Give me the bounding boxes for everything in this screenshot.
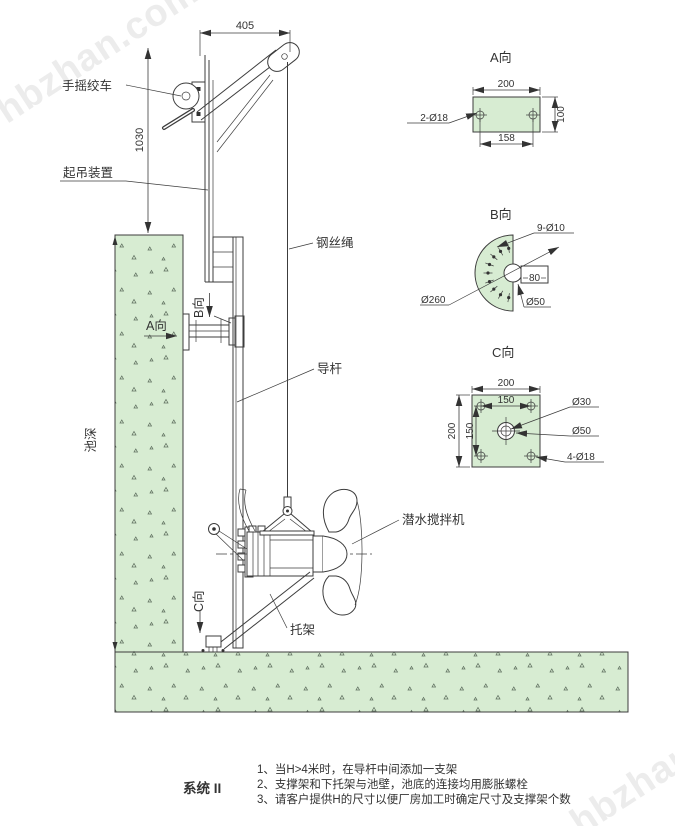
svg-text:Ø30: Ø30: [572, 397, 591, 408]
view-c-dim-hole-x: 150: [481, 395, 531, 410]
svg-text:Ø260: Ø260: [421, 295, 446, 306]
svg-text:150: 150: [498, 395, 515, 406]
svg-text:4-Ø18: 4-Ø18: [567, 452, 595, 463]
svg-text:158: 158: [498, 133, 515, 144]
system-label: 系统 II: [183, 781, 222, 796]
lifting-bail: [259, 496, 315, 536]
view-c-outer-dim: Ø50: [515, 426, 599, 437]
view-b-semicircle: [474, 234, 514, 312]
guide-rail: [232, 236, 244, 649]
pool-floor: [114, 651, 629, 713]
support-strut: [216, 571, 315, 650]
view-a-dim-width: 200: [472, 79, 541, 95]
svg-text:200: 200: [498, 79, 515, 90]
lifting-device-label: 起吊装置: [60, 166, 209, 191]
view-b: B向: [420, 207, 574, 312]
view-c-dim-hole-y: 150: [465, 406, 480, 456]
view-a-plate: [472, 96, 541, 133]
view-c-title: C向: [492, 345, 514, 360]
propeller: [322, 488, 363, 616]
view-a-marker: A向: [144, 318, 177, 340]
submersible-mixer: [216, 488, 372, 616]
view-c-marker: C向: [191, 590, 206, 633]
dim-mast-1030: 1030: [134, 48, 152, 233]
svg-text:Ø50: Ø50: [526, 297, 545, 308]
view-b-shaft: 80: [520, 265, 549, 284]
note-3: 3、请客户提供H的尺寸以便厂房加工时确定尺寸及支撑架个数: [257, 794, 571, 806]
svg-text:100: 100: [556, 106, 567, 123]
note-2: 2、支撑架和下托架与池壁，池底的连接均用膨胀螺栓: [257, 779, 528, 791]
svg-text:起吊装置: 起吊装置: [63, 166, 113, 180]
svg-text:钢丝绳: 钢丝绳: [316, 236, 354, 250]
svg-text:B向: B向: [191, 297, 206, 318]
svg-text:200: 200: [498, 378, 515, 389]
view-b-outer-dim: Ø260: [420, 246, 560, 306]
view-a-hole-callout: 2-Ø18: [407, 112, 478, 124]
view-a-title: A向: [490, 50, 512, 65]
svg-text:80: 80: [529, 273, 541, 284]
view-b-bolt-holes: [483, 243, 511, 303]
view-c-center-hole: [492, 417, 520, 445]
svg-text:200: 200: [447, 422, 458, 439]
propeller-hub: [322, 535, 348, 573]
view-b-center-hole: [503, 263, 523, 283]
view-b-center-dim: Ø50: [517, 283, 551, 308]
mixer-carriage: [208, 523, 254, 578]
mast: [204, 55, 234, 283]
svg-text:Ø50: Ø50: [572, 426, 591, 437]
svg-text:9-Ø10: 9-Ø10: [537, 223, 565, 234]
view-c-holes-callout: 4-Ø18: [535, 452, 604, 463]
hand-winch-label: 手摇绞车: [62, 78, 182, 97]
view-c-dim-height: 200: [447, 394, 470, 468]
bracket-label: 托架: [269, 593, 315, 637]
view-c: C向 200 150: [447, 345, 604, 468]
power-cable: [238, 488, 256, 532]
view-b-holes-callout: 9-Ø10: [496, 223, 574, 248]
view-a-dim-height: 100: [542, 96, 567, 133]
view-b-title: B向: [490, 207, 512, 222]
view-c-inner-dim: Ø30: [510, 397, 599, 430]
svg-text:潜水搅拌机: 潜水搅拌机: [402, 512, 465, 527]
svg-text:150: 150: [465, 422, 476, 439]
pulley-icon: [281, 53, 288, 60]
svg-text:1030: 1030: [134, 128, 146, 152]
base-plate: [201, 635, 225, 652]
jib-arm: [196, 42, 300, 153]
submersible-mixer-label: 潜水搅拌机: [351, 512, 465, 545]
svg-text:手摇绞车: 手摇绞车: [62, 78, 112, 93]
wire-rope-label: 钢丝绳: [288, 236, 354, 250]
note-1: 1、当H>4米时，在导杆中间添加一支架: [257, 764, 458, 776]
svg-text:托架: 托架: [290, 623, 315, 637]
view-a: A向 200 100: [407, 50, 567, 148]
view-a-dim-hole-spacing: 158: [479, 119, 534, 148]
pool-depth-arrow-bottom: [112, 642, 118, 651]
pool-wall: [114, 234, 184, 653]
wall-bracket: [182, 313, 245, 351]
svg-text:C向: C向: [191, 590, 206, 612]
pool-depth-arrow-top: [112, 236, 118, 245]
svg-text:导杆: 导杆: [317, 362, 343, 376]
svg-text:405: 405: [236, 20, 254, 32]
view-c-dim-width: 200: [471, 378, 541, 393]
pool-depth-label: 池深: [84, 427, 98, 452]
hand-winch: [162, 81, 206, 130]
dim-jib-405: 405: [199, 20, 291, 56]
main-drawing: 池深: [60, 20, 629, 713]
svg-text:A向: A向: [146, 318, 167, 333]
guide-rod-label: 导杆: [236, 362, 343, 403]
svg-text:2-Ø18: 2-Ø18: [420, 113, 448, 124]
view-b-marker: B向: [191, 293, 213, 318]
